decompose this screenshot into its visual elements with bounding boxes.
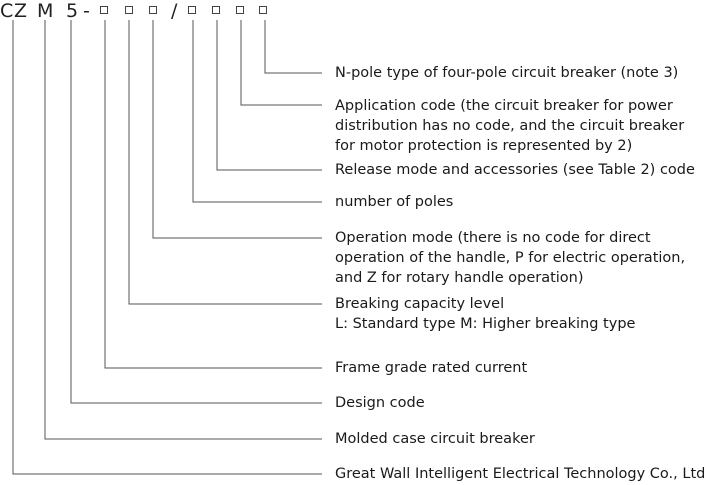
code-slot-operation-mode bbox=[125, 6, 133, 14]
code-slot-extra bbox=[259, 6, 267, 14]
code-char-dash: - bbox=[83, 0, 90, 22]
desc-n-pole-type: N-pole type of four-pole circuit breaker… bbox=[335, 65, 679, 81]
code-char-c: C bbox=[0, 0, 14, 22]
connector-line-molded bbox=[44, 20, 322, 440]
code-char-slash: / bbox=[171, 0, 178, 22]
code-slot-application-code bbox=[212, 6, 220, 14]
code-char-z: Z bbox=[14, 0, 28, 22]
code-slot-release-mode bbox=[188, 6, 196, 14]
desc-company: Great Wall Intelligent Electrical Techno… bbox=[335, 466, 706, 482]
code-slot-n-pole-type bbox=[236, 6, 244, 14]
desc-operation-mode: Operation mode (there is no code for dir… bbox=[335, 230, 686, 286]
code-char-m: M bbox=[37, 0, 54, 22]
connector-line-release bbox=[216, 20, 322, 171]
code-slot-number-of-poles bbox=[149, 6, 157, 14]
desc-molded-case: Molded case circuit breaker bbox=[335, 431, 535, 447]
desc-breaking-capacity: Breaking capacity level L: Standard type… bbox=[335, 296, 636, 332]
desc-application-code: Application code (the circuit breaker fo… bbox=[335, 98, 685, 154]
connector-line-operation bbox=[152, 20, 322, 239]
desc-design-code: Design code bbox=[335, 395, 425, 411]
desc-release-mode: Release mode and accessories (see Table … bbox=[335, 162, 695, 178]
connector-line-breaking bbox=[128, 20, 322, 305]
code-char-5: 5 bbox=[66, 0, 79, 22]
code-slot-breaking-capacity bbox=[100, 6, 108, 14]
desc-frame-current: Frame grade rated current bbox=[335, 360, 528, 376]
connector-line-poles bbox=[192, 20, 322, 203]
connector-line-n-pole bbox=[264, 20, 322, 74]
connector-line-frame bbox=[104, 20, 322, 369]
connector-line-design bbox=[70, 20, 322, 404]
desc-number-of-poles: number of poles bbox=[335, 194, 454, 210]
connector-line-application bbox=[240, 20, 322, 106]
connector-line-company bbox=[12, 20, 322, 475]
